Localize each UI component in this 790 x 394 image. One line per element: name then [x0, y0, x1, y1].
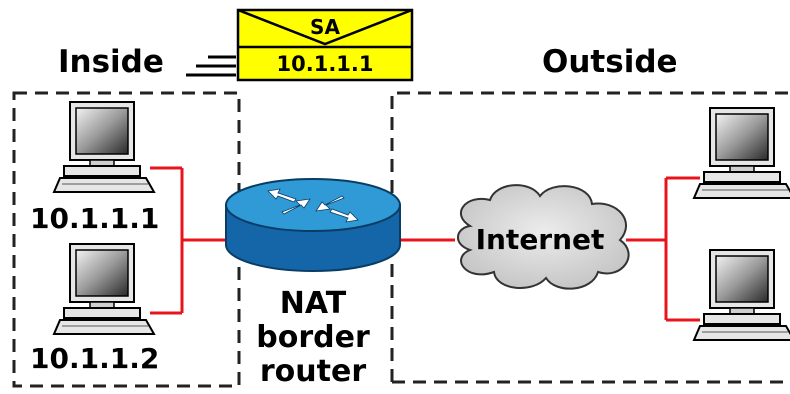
inside-host-2-icon	[53, 243, 155, 335]
inside-host-2-ip: 10.1.1.2	[30, 342, 160, 375]
outside-host-2-icon	[693, 249, 790, 341]
inside-host-1-ip: 10.1.1.1	[30, 202, 160, 235]
inside-host-1-icon	[53, 101, 155, 193]
inside-network-boundary	[12, 91, 241, 388]
router-label-line-2: border	[256, 320, 370, 355]
packet-motion-lines	[186, 55, 236, 77]
outside-host-1-icon	[693, 107, 790, 199]
internet-cloud-icon	[457, 184, 630, 290]
outside-network-boundary	[390, 91, 790, 384]
packet-source-address-value: 10.1.1.1	[276, 52, 374, 76]
outside-label: Outside	[542, 44, 678, 80]
router-label-line-3: router	[259, 354, 367, 389]
inside-label: Inside	[58, 44, 164, 80]
internet-label: Internet	[475, 223, 605, 256]
packet-source-address-title: SA	[310, 15, 340, 39]
router-label: NAT border router	[240, 287, 386, 389]
router-icon	[225, 178, 401, 272]
outside-links	[626, 176, 700, 322]
inside-links	[150, 166, 232, 315]
packet-envelope-icon	[236, 8, 414, 82]
router-label-line-1: NAT	[279, 286, 347, 321]
